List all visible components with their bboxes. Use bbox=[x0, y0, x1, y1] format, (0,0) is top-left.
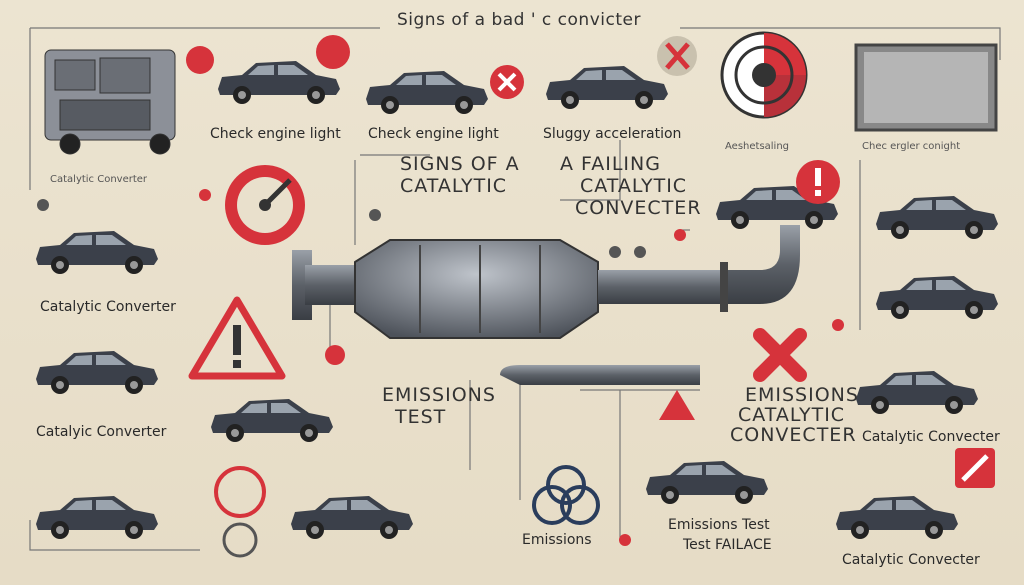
label-emissions-test-2: TEST bbox=[395, 406, 447, 428]
label-emissions-test-fail-1: Emissions Test bbox=[668, 517, 770, 533]
label-emissions-cc-3: CONVECTER bbox=[730, 424, 857, 446]
label-aesthetic: Aeshetsaling bbox=[725, 141, 790, 152]
label-check-right: Chec ergler conight bbox=[862, 141, 961, 152]
label-emissions-bottom: Emissions bbox=[522, 532, 592, 548]
label-cc-left-mid: Catalytic Converter bbox=[40, 299, 176, 315]
label-emissions-test-fail-2: Test FAILACE bbox=[683, 537, 772, 553]
page-title: Signs of a bad ' c convicter bbox=[397, 10, 641, 30]
label-catalytic-converter-small: Catalytic Converter bbox=[50, 174, 148, 185]
label-check-engine-2: Check engine light bbox=[368, 126, 499, 142]
label-sluggish-acceleration: Sluggy acceleration bbox=[543, 126, 682, 142]
label-cc-right-bottom: Catalytic Convecter bbox=[842, 552, 980, 568]
heading-failing-line3: CONVECTER bbox=[575, 197, 702, 219]
label-cc-left-low: Catalyic Converter bbox=[36, 424, 167, 440]
heading-failing-line2: CATALYTIC bbox=[580, 175, 688, 197]
heading-signs-line1: SIGNS OF A bbox=[400, 153, 520, 175]
label-emissions-test-1: EMISSIONS bbox=[382, 384, 496, 406]
heading-failing-line1: A FAILING bbox=[560, 153, 661, 175]
label-emissions-cc-1: EMISSIONS bbox=[745, 384, 859, 406]
heading-signs-line2: CATALYTIC bbox=[400, 175, 508, 197]
label-emissions-cc-2: CATALYTIC bbox=[738, 404, 846, 426]
label-check-engine-1: Check engine light bbox=[210, 126, 341, 142]
label-cc-right-mid: Catalytic Convecter bbox=[862, 429, 1000, 445]
